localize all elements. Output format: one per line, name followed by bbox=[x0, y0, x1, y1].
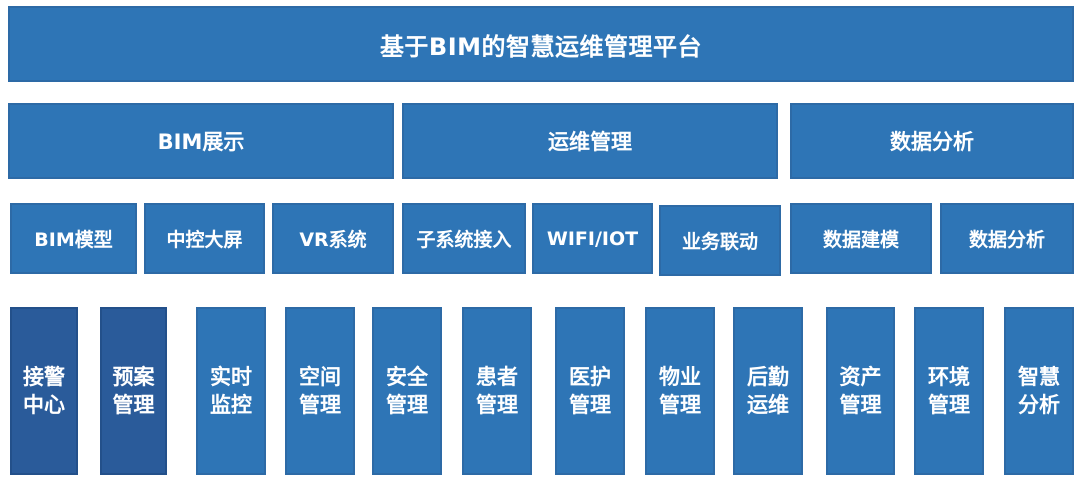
subsystem-label: BIM模型 bbox=[34, 229, 113, 251]
module-label-line2: 中心 bbox=[23, 393, 65, 417]
subsystem-data-modeling: 数据建模 bbox=[790, 203, 932, 274]
module-label-line1: 医护 bbox=[569, 365, 611, 389]
category-label: 数据分析 bbox=[890, 130, 974, 154]
category-bim-display: BIM展示 bbox=[8, 103, 394, 179]
module-smart-analysis: 智慧分析 bbox=[1004, 307, 1074, 475]
module-label-line2: 管理 bbox=[659, 393, 701, 417]
subsystem-label: WIFI/IOT bbox=[546, 227, 639, 250]
module-label-line1: 物业 bbox=[659, 365, 701, 389]
module-alarm-center: 接警中心 bbox=[10, 307, 78, 475]
subsystem-label: 数据建模 bbox=[822, 229, 899, 251]
subsystem-wifi-iot: WIFI/IOT bbox=[532, 203, 653, 274]
module-label-line2: 管理 bbox=[386, 393, 428, 417]
module-label-line2: 管理 bbox=[928, 393, 970, 417]
module-logistics-operations: 后勤运维 bbox=[733, 307, 803, 475]
module-label-line1: 资产 bbox=[839, 365, 882, 389]
subsystem-label: 业务联动 bbox=[681, 231, 758, 253]
module-label-line1: 安全 bbox=[386, 365, 428, 389]
module-asset-management: 资产管理 bbox=[826, 307, 895, 475]
category-data-analysis: 数据分析 bbox=[790, 103, 1074, 179]
module-space-management: 空间管理 bbox=[285, 307, 355, 475]
subsystem-label: 中控大屏 bbox=[166, 229, 243, 251]
module-label-line2: 管理 bbox=[839, 393, 882, 417]
platform-title: 基于BIM的智慧运维管理平台 bbox=[8, 6, 1074, 82]
subsystem-label: 数据分析 bbox=[968, 229, 1045, 251]
module-label-line2: 运维 bbox=[747, 393, 789, 417]
subsystem-label: 子系统接入 bbox=[416, 229, 512, 251]
module-label-line1: 预案 bbox=[112, 365, 155, 389]
module-plan-management: 预案管理 bbox=[100, 307, 167, 475]
subsystem-label: VR系统 bbox=[299, 229, 367, 251]
module-label-line1: 环境 bbox=[928, 365, 970, 389]
module-label-line1: 智慧 bbox=[1018, 365, 1060, 389]
module-label-line1: 实时 bbox=[210, 365, 252, 389]
module-safety-management: 安全管理 bbox=[372, 307, 442, 475]
subsystem-vr-system: VR系统 bbox=[272, 203, 394, 274]
module-label-line2: 管理 bbox=[112, 393, 155, 417]
module-label-line1: 空间 bbox=[299, 365, 341, 389]
platform-title-text: 基于BIM的智慧运维管理平台 bbox=[379, 32, 703, 61]
module-realtime-monitoring: 实时监控 bbox=[196, 307, 266, 475]
subsystem-business-linkage: 业务联动 bbox=[659, 205, 781, 276]
module-patient-management: 患者管理 bbox=[462, 307, 532, 475]
module-label-line2: 分析 bbox=[1018, 393, 1060, 417]
subsystem-data-analysis: 数据分析 bbox=[940, 203, 1074, 274]
module-property-management: 物业管理 bbox=[645, 307, 715, 475]
subsystem-control-screen: 中控大屏 bbox=[144, 203, 265, 274]
module-label-line2: 监控 bbox=[210, 393, 252, 417]
module-medical-staff-management: 医护管理 bbox=[555, 307, 625, 475]
module-environment-management: 环境管理 bbox=[914, 307, 984, 475]
subsystem-integration: 子系统接入 bbox=[402, 203, 526, 274]
module-label-line1: 患者 bbox=[476, 365, 518, 389]
module-label-line2: 管理 bbox=[299, 393, 341, 417]
category-label: BIM展示 bbox=[157, 130, 245, 154]
category-operations-management: 运维管理 bbox=[402, 103, 778, 179]
module-label-line2: 管理 bbox=[476, 393, 518, 417]
module-label-line1: 后勤 bbox=[747, 365, 789, 389]
module-label-line1: 接警 bbox=[23, 365, 65, 389]
module-label-line2: 管理 bbox=[569, 393, 611, 417]
category-label: 运维管理 bbox=[548, 130, 632, 154]
subsystem-bim-model: BIM模型 bbox=[10, 203, 137, 274]
